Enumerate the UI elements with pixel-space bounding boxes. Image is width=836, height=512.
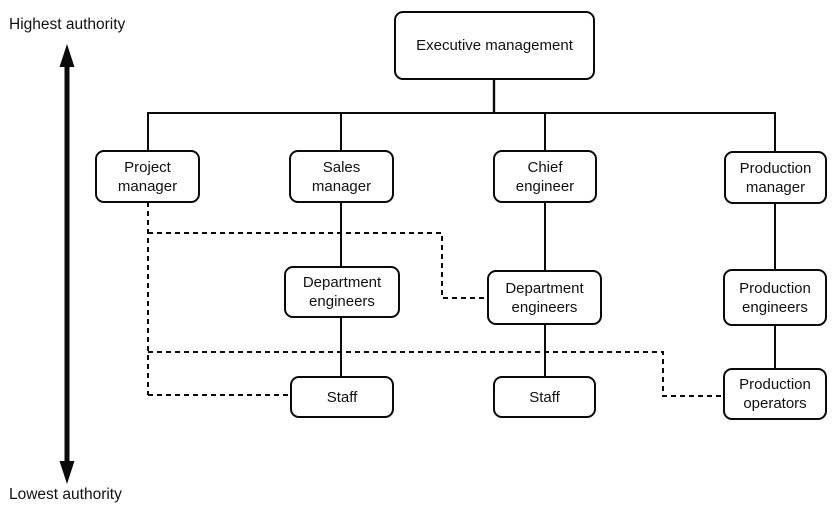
node-staff-sales: Staff — [290, 376, 394, 418]
lowest-authority-label: Lowest authority — [9, 486, 122, 503]
node-project-manager: Project manager — [95, 150, 200, 203]
node-production-engineers: Production engineers — [723, 269, 827, 326]
arrow-up-icon — [59, 44, 75, 67]
node-department-engineers-sales: Department engineers — [284, 266, 400, 318]
node-sales-manager: Sales manager — [289, 150, 394, 203]
highest-authority-label: Highest authority — [9, 16, 126, 33]
node-chief-engineer: Chief engineer — [493, 150, 597, 203]
node-production-manager: Production manager — [724, 151, 827, 204]
node-production-operators: Production operators — [723, 368, 827, 420]
authority-axis-arrow — [59, 44, 75, 484]
node-executive-management: Executive management — [394, 11, 595, 80]
dashed-branch-department-engineers — [148, 232, 489, 299]
node-staff-chief: Staff — [493, 376, 596, 418]
node-department-engineers-chief: Department engineers — [487, 270, 602, 325]
dashed-branch-production-operators — [148, 351, 724, 397]
arrow-down-icon — [59, 461, 75, 484]
